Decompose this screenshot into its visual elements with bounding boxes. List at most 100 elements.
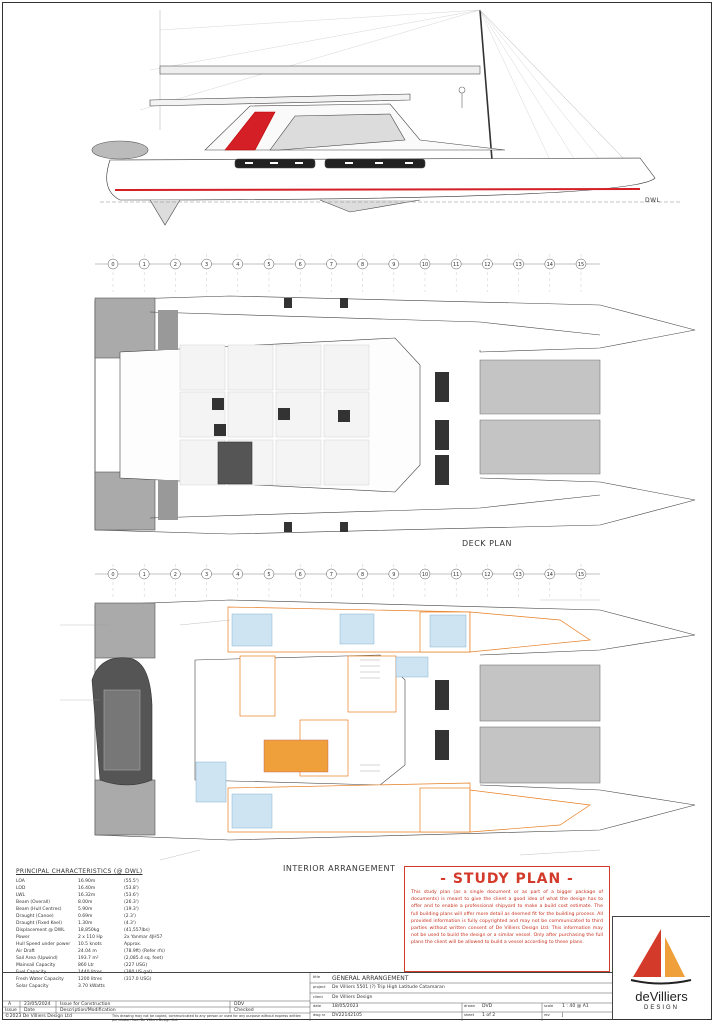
characteristic-label: Beam (Overall) [16, 900, 51, 905]
client-value: De Villiers Design [332, 995, 373, 1000]
station-marker [575, 568, 587, 580]
station-marker [232, 258, 244, 270]
profile-view [91, 9, 680, 226]
study-plan-body: This study plan (as a single document or… [411, 890, 603, 946]
station-number: 14 [547, 572, 553, 578]
characteristic-label: Solar Capacity [16, 984, 49, 989]
characteristic-metric: 16.90m [78, 879, 96, 884]
station-number: 3 [205, 572, 208, 578]
station-number: 10 [422, 572, 428, 578]
station-number: 0 [111, 262, 114, 268]
station-marker [263, 258, 275, 270]
station-marker [326, 258, 337, 270]
station-number: 1 [143, 262, 146, 268]
characteristic-metric: 860 Ltr [78, 963, 95, 968]
station-number: 4 [236, 262, 239, 268]
scale-value: 1 : 40 @ A1 [562, 1004, 589, 1009]
characteristic-label: Draught (Canoe) [16, 914, 54, 919]
characteristic-metric: 2 x 110 Hp [78, 935, 103, 940]
station-marker [170, 568, 181, 580]
characteristic-label: LOD [16, 886, 26, 891]
sheet-value: 1 of 2 [482, 1013, 496, 1018]
characteristic-imperial: (317.0 USG) [124, 977, 152, 982]
station-number: 6 [299, 262, 302, 268]
station-number: 10 [422, 262, 428, 268]
characteristic-imperial: Approx. [124, 942, 142, 947]
characteristic-row: Sail Area (Upwind)193.7 m²(2,085.4 sq. f… [16, 955, 186, 962]
characteristic-label: Hull Speed under power [16, 942, 71, 947]
station-number: 15 [578, 572, 584, 578]
station-marker [450, 568, 462, 580]
characteristic-row: Fresh Water Capacity 1200 litres (317.0 US… [16, 976, 186, 983]
station-number: 4 [236, 572, 239, 578]
station-marker [575, 258, 587, 270]
station-marker [170, 258, 181, 270]
dwg-label: dwg nr [313, 1013, 326, 1017]
characteristic-imperial: (19.3') [124, 907, 139, 912]
characteristic-imperial: (41,557lbs) [124, 928, 150, 933]
station-number: 6 [299, 572, 302, 578]
station-number: 0 [111, 572, 114, 578]
characteristic-row: Draught (Canoe)0.69m(2.3') [16, 913, 186, 920]
characteristic-metric: 16.40m [78, 886, 96, 891]
deck-plan [94, 295, 696, 535]
date-value: 18/05/2023 [332, 1004, 359, 1009]
station-number: 14 [547, 262, 553, 268]
station-marker [513, 568, 524, 580]
project-value: De Villiers 5501 (?) Trip High Latitude … [332, 985, 445, 990]
interior-plan [60, 599, 696, 861]
station-marker [294, 568, 306, 580]
station-marker [482, 568, 493, 580]
characteristic-metric: 16.32m [78, 893, 96, 898]
station-marker [388, 258, 400, 270]
station-marker [201, 258, 212, 270]
characteristic-label: Draught (Fixed Keel) [16, 921, 62, 926]
station-marker [357, 568, 368, 580]
copyright: ©2023 De Villiers Design Ltd [5, 1014, 72, 1019]
characteristic-label: Displacement @ DWL [16, 928, 65, 933]
characteristic-row: Beam (Overall)8.00m(26.3') [16, 899, 186, 906]
rev-date: 23/05/2024 [24, 1002, 51, 1007]
study-plan-heading: - STUDY PLAN - [440, 871, 574, 887]
station-marker [107, 258, 119, 270]
station-number: 15 [578, 262, 584, 268]
station-marker [138, 258, 150, 270]
characteristic-label: Fresh Water Capacity [16, 977, 64, 982]
client-label: client [313, 995, 323, 999]
station-marker [263, 568, 275, 580]
characteristic-metric: 24.04 m [78, 949, 97, 954]
station-marker [201, 568, 212, 580]
station-number: 1 [143, 572, 146, 578]
rev-header-description: Description/Modification [60, 1008, 116, 1013]
drawn-label: drawn [464, 1004, 476, 1008]
dwl-label: DWL [645, 197, 661, 204]
characteristic-metric: 18,850kg [78, 928, 100, 933]
characteristic-metric: 1200 litres [78, 977, 103, 982]
rev-by: DDV [234, 1002, 245, 1007]
characteristic-metric: 193.7 m² [78, 956, 99, 961]
characteristic-label: Air Draft [16, 949, 35, 954]
station-marker [326, 568, 337, 580]
station-number: 11 [453, 572, 459, 578]
rev-header-issue: Issue [5, 1008, 17, 1013]
station-marker [294, 258, 306, 270]
characteristic-label: LWL [16, 893, 26, 898]
principal-characteristics-title: PRINCIPAL CHARACTERISTICS (@ DWL) [16, 868, 143, 875]
station-number: 2 [174, 262, 177, 268]
scale-label: scale [544, 1004, 554, 1008]
characteristic-label: Power [16, 935, 30, 940]
station-number: 12 [484, 572, 490, 578]
characteristic-row: Displacement @ DWL 18,850kg (41,557lbs) [16, 927, 186, 934]
title-label: title [313, 975, 321, 979]
station-marker [388, 568, 400, 580]
station-number: 8 [361, 572, 364, 578]
station-number: 5 [267, 572, 270, 578]
station-number: 5 [267, 262, 270, 268]
